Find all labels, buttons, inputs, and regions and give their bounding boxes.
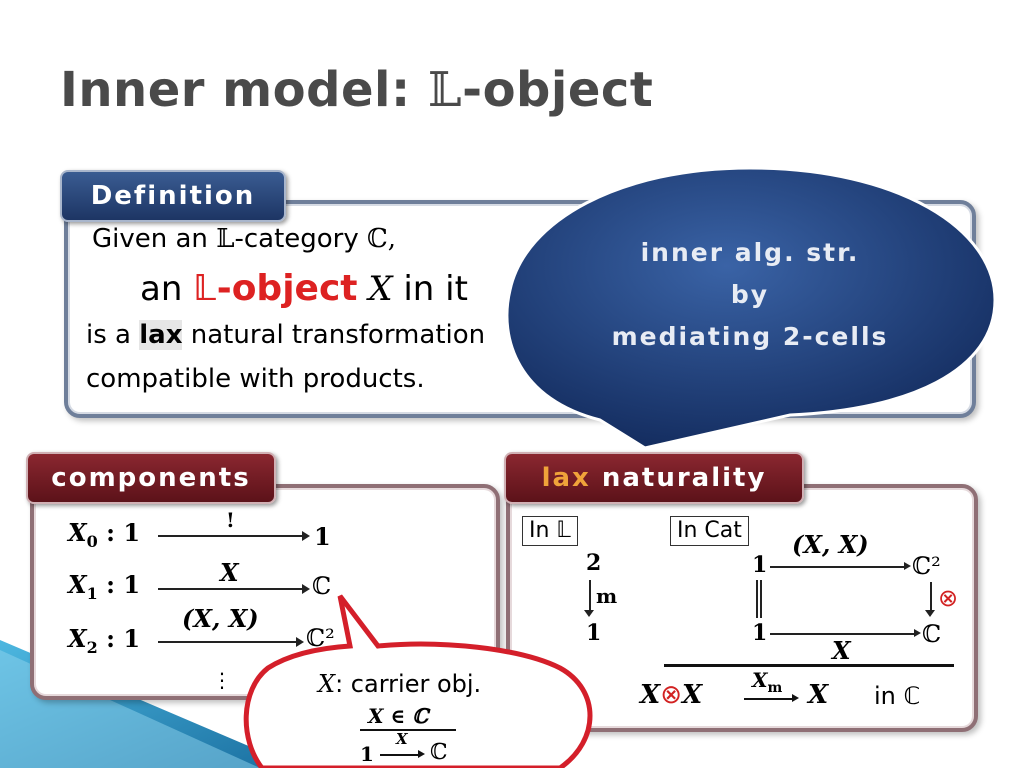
square-top-label: (X, X) xyxy=(792,530,869,559)
component-row-1-target: ℂ xyxy=(312,572,332,600)
carrier-frac-arrowhead xyxy=(418,750,425,758)
left-diagram-arrowhead xyxy=(584,610,594,617)
definition-line-4: compatible with products. xyxy=(86,364,425,394)
carrier-frac-target: ℂ xyxy=(430,740,448,765)
equation-arrow-label: Xm xyxy=(752,668,783,696)
page-title: Inner model: 𝕃-object xyxy=(60,62,654,118)
square-left-eq-2 xyxy=(760,580,762,618)
left-diagram-arrow xyxy=(589,580,591,612)
carrier-frac-label: X xyxy=(396,730,408,748)
square-bottom-arrowhead xyxy=(914,629,921,637)
square-top-right: ℂ² xyxy=(912,552,941,580)
component-row-2: X2 : 1 xyxy=(68,624,141,657)
component-row-0-target: 1 xyxy=(314,522,331,551)
square-right-arrowhead xyxy=(925,610,935,617)
equation-context: in ℂ xyxy=(874,682,921,710)
definition-tab: Definition xyxy=(60,170,286,222)
arrow-row-0 xyxy=(158,535,304,537)
in-l-label: In 𝕃 xyxy=(522,516,578,546)
otimes-icon: ⊗ xyxy=(938,584,959,612)
left-diagram-m: m xyxy=(596,584,618,608)
carrier-text: X: carrier obj. xyxy=(318,670,482,698)
component-row-0: X0 : 1 xyxy=(68,518,141,551)
square-bottom-arrow xyxy=(770,633,916,635)
square-top-left: 1 xyxy=(752,552,768,578)
components-ellipsis: ⋮ xyxy=(212,668,232,692)
lax-term: lax xyxy=(139,320,183,350)
arrowhead-row-0 xyxy=(302,531,310,541)
square-top-arrowhead xyxy=(904,562,911,570)
left-diagram-top: 2 xyxy=(586,550,602,576)
equation: X⊗X xyxy=(640,680,703,710)
square-left-eq-1 xyxy=(756,580,758,618)
lax-naturality-tab: lax naturality xyxy=(504,452,804,504)
arrow-row-2 xyxy=(158,641,298,643)
component-row-2-target: ℂ² xyxy=(306,624,335,652)
components-tab: components xyxy=(26,452,276,504)
component-row-1: X1 : 1 xyxy=(68,570,141,603)
carrier-frac-bar xyxy=(360,729,456,731)
left-diagram-bottom: 1 xyxy=(586,620,602,646)
l-object-term: 𝕃-object xyxy=(193,268,358,309)
square-top-arrow xyxy=(770,566,906,568)
carrier-frac-numerator: X ∈ ℂ xyxy=(368,704,429,728)
component-row-1-label: X xyxy=(220,558,239,587)
carrier-frac-arrow xyxy=(380,754,420,756)
equation-target: X xyxy=(808,680,829,710)
square-right-arrow xyxy=(930,582,932,612)
square-bottom-label: X xyxy=(832,636,851,665)
square-bottom-left: 1 xyxy=(752,620,768,646)
arrowhead-row-1 xyxy=(302,584,310,594)
square-blank-region xyxy=(800,580,912,624)
definition-line-1: Given an 𝕃-category ℂ, xyxy=(92,224,396,254)
bubble-text: inner alg. str. by mediating 2-cells xyxy=(611,238,889,351)
component-row-2-label: (X, X) xyxy=(182,604,259,633)
carrier-frac-one: 1 xyxy=(360,742,374,766)
square-bottom-right: ℂ xyxy=(922,620,942,648)
component-row-0-label: ! xyxy=(226,508,235,532)
in-cat-label: In Cat xyxy=(670,516,749,546)
definition-line-2: an 𝕃-object X in it xyxy=(140,268,468,309)
inference-rule xyxy=(664,664,954,667)
equation-arrowhead xyxy=(792,694,799,702)
definition-line-3: is a lax natural transformation xyxy=(86,320,486,350)
equation-arrow xyxy=(744,698,794,700)
arrowhead-row-2 xyxy=(296,637,304,647)
arrow-row-1 xyxy=(158,588,304,590)
